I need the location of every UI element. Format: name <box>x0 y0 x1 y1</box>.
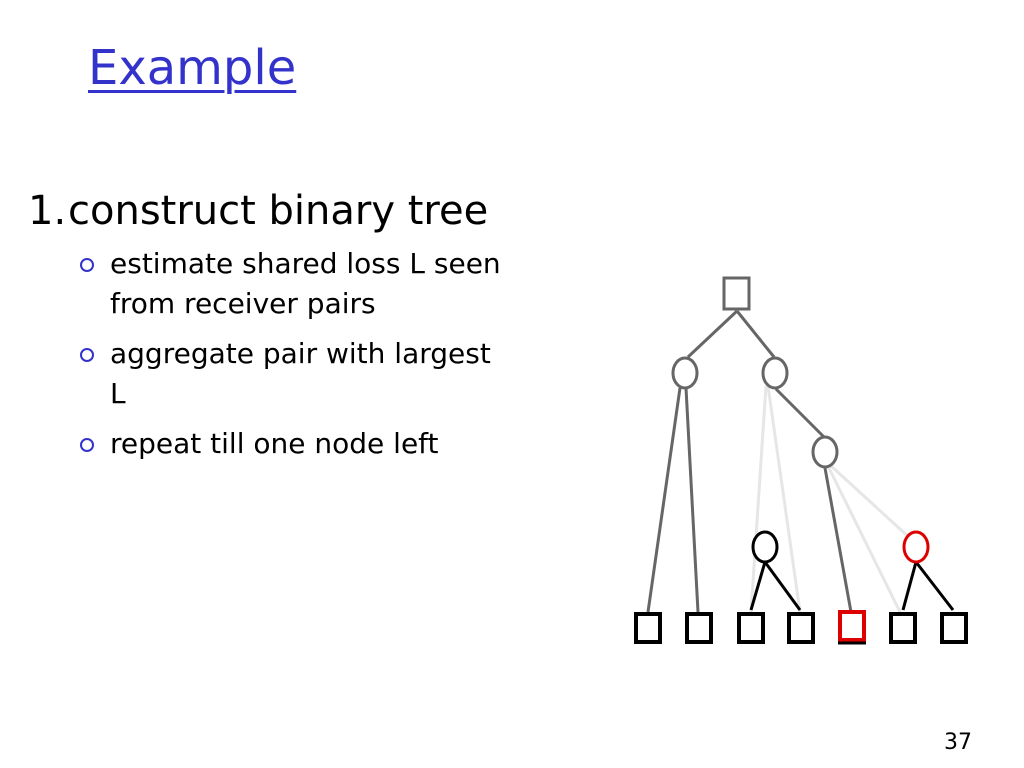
bullet-circle-icon <box>80 258 94 272</box>
new-node <box>751 530 779 564</box>
edge-black <box>763 561 802 611</box>
leaf-nodes <box>634 612 968 644</box>
edge-gray <box>646 387 682 613</box>
bullet-list: estimate shared loss L seen from receive… <box>28 244 508 464</box>
edge-faded <box>828 463 914 542</box>
edge-faded <box>749 385 768 613</box>
leaf-node <box>634 612 662 644</box>
black-edges <box>749 561 955 611</box>
bullet-text: aggregate pair with largest L <box>110 337 491 410</box>
faded-edges <box>749 385 914 613</box>
step-number: 1. <box>28 188 67 234</box>
edge-gray <box>735 310 776 358</box>
edge-gray <box>686 309 739 359</box>
slide-body: 1. construct binary tree estimate shared… <box>28 184 508 474</box>
leaf-node <box>787 612 815 644</box>
internal-node <box>811 435 839 469</box>
edge-black <box>914 561 955 611</box>
bullet-circle-icon <box>80 348 94 362</box>
step-text: construct binary tree <box>68 188 489 234</box>
leaf-node <box>889 612 917 644</box>
root-node <box>722 276 751 311</box>
edge-black <box>749 561 767 611</box>
internal-node <box>671 356 699 390</box>
leaf-node <box>685 612 713 644</box>
main-step: 1. construct binary tree <box>28 184 508 238</box>
bullet-item: estimate shared loss L seen from receive… <box>80 244 508 324</box>
bullet-text: estimate shared loss L seen from receive… <box>110 247 501 320</box>
bullet-text: repeat till one node left <box>110 427 439 460</box>
bullet-item: repeat till one node left <box>80 424 508 464</box>
edge-faded <box>766 385 802 613</box>
leaf-node-highlighted <box>838 610 866 642</box>
page-number: 37 <box>944 730 972 755</box>
bullet-item: aggregate pair with largest L <box>80 334 508 414</box>
slide-title: Example <box>88 40 297 96</box>
leaf-node <box>940 612 968 644</box>
edge-black <box>901 561 918 611</box>
bullet-circle-icon <box>80 438 94 452</box>
edge-gray <box>684 387 700 613</box>
gray-edges <box>646 309 853 613</box>
internal-node <box>761 356 789 390</box>
internal-nodes <box>671 356 839 469</box>
leaf-node <box>737 612 765 644</box>
new-node-highlighted <box>902 530 930 564</box>
edge-gray <box>774 387 826 439</box>
edge-faded <box>826 465 902 613</box>
edge-gray <box>823 467 853 613</box>
